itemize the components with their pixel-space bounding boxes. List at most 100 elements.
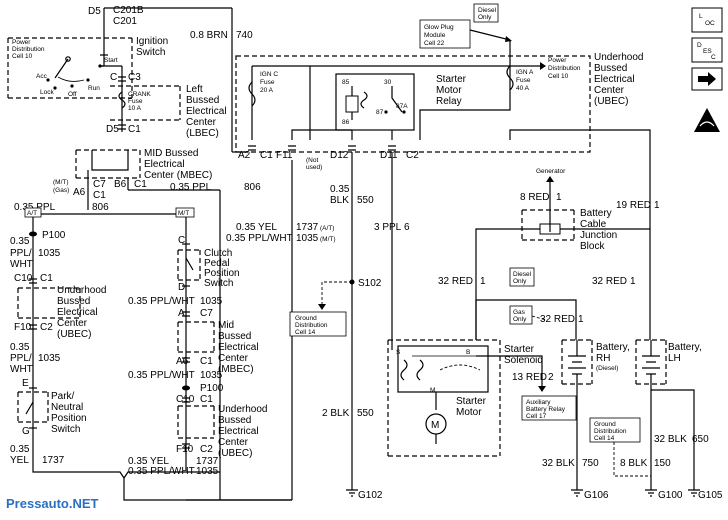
starter-relay-box [335,73,415,131]
relay-label-1: Starter [436,74,467,85]
lbec-label-1: Left [186,84,203,95]
ground-cell14-link [613,442,651,477]
left-ppl-wht-2-circuit: 1035 [38,353,61,364]
mbec-top-a6: A6 [73,187,86,198]
left-ubec-1: Underhood [57,285,106,296]
mbec-top-section: MID Bussed Electrical Center (MBEC) (M/T… [53,148,261,500]
ignition-switch-label-2: Switch [136,47,165,58]
left-c10-connector [29,278,37,284]
left-g: G [22,426,30,437]
esd-warning-icon [694,108,720,132]
diesel-rh-feed [475,299,577,340]
lbec-label-4: Center [186,117,217,128]
starter-motor-label-1: Starter [456,396,487,407]
mid-ubec-2: Bussed [218,415,251,426]
ubec-border [235,55,591,153]
left-yel-circuit: 1737 [42,455,65,466]
diesel-only-badge [509,267,535,287]
blk32-c: 750 [582,458,599,469]
mid-c7: C7 [200,308,213,319]
left-f10-connector [29,324,37,330]
left-ppl-wht-2b: PPL/ [10,353,32,364]
mid-mbec-5: (MBEC) [218,364,254,375]
solenoid-label-2: Solenoid [504,355,543,366]
glow-plug-arrowhead [505,36,512,42]
crank-fuse-label-2: Fuse [128,98,143,105]
ppl3-c: 6 [404,222,410,233]
mid-a-connector [182,311,190,317]
mid-mbec-2: Bussed [218,331,251,342]
red8: 8 RED [520,192,549,203]
start-label: Start [104,57,118,64]
solenoid-plunger [439,364,481,371]
mid-a: A [178,308,185,319]
clutch-blade [185,257,194,271]
pplwht-wire-label: 0.35 PPL/WHT [226,233,293,244]
loc-icon-l: L [699,13,703,20]
lbec-label-3: Electrical [186,106,227,117]
motor-m: M [431,420,439,431]
mbec-top-c1: C1 [93,190,106,201]
mbec-top-label-1: MID Bussed [144,148,198,159]
ignition-switch-label-1: Ignition [136,36,168,47]
red8-c: 1 [556,192,562,203]
junction-1: Battery [580,208,612,219]
switch-blade [54,58,69,79]
mbec-top-label-3: Center (MBEC) [144,170,212,181]
mid-pw1-c: 1035 [200,296,223,307]
desc-icon-c: C [711,54,716,61]
red19: 19 RED [616,200,651,211]
ground-cell14-r-2: Distribution [594,428,627,435]
mid-c1: C1 [200,356,213,367]
red32b: 32 RED [592,276,627,287]
blk2-c: 550 [357,408,374,419]
right-area: Generator 8 RED 1 Battery Cable Junction… [387,129,723,501]
blk8-c: 150 [654,458,671,469]
ign-c-fuse [248,81,256,107]
blk2: 2 BLK [322,408,350,419]
conn-a2: A2 [238,150,251,161]
left-yel-b: YEL [10,455,29,466]
rh-battery-cells [568,355,586,375]
conn-d11: D11 [380,150,398,161]
mbec-top-c1b: C1 [134,179,147,190]
glow-plug-box [419,19,471,49]
gas-only-2: Only [513,316,527,323]
c3-connector [118,76,126,82]
arrow-right-icon [698,72,716,86]
relay-label-2: Motor [436,85,462,96]
power-dist-r-2: Distribution [548,65,581,72]
ign-a-to-relay [419,100,511,140]
relay-pin-86: 86 [342,119,350,126]
mid-mbec-4: Center [218,353,249,364]
pnp-switch-blade [25,401,34,415]
at-badge-label: A/T [27,210,37,217]
watermark: Pressauto.NET [6,496,99,511]
mid-a6-connector [182,357,190,363]
s102-arrow [318,304,326,310]
left-ubec-3: Electrical [57,307,98,318]
crank-fuse-label-1: CRANK [128,91,151,98]
desc-icon[interactable] [691,37,723,63]
lh-battery-minus-a [650,374,695,490]
off-label: Off [68,91,77,98]
clutch-label-3: Position [204,268,240,279]
red32c-c: 1 [578,314,584,325]
junction-4: Block [580,241,605,252]
pplwht-wire-tag: (M/T) [320,236,336,243]
relay-coil-wind [360,91,368,109]
loc-icon[interactable] [691,7,723,33]
generator-arrow [546,176,554,182]
yel-wire-c: 1737 [296,222,319,233]
red32c: 32 RED [540,314,575,325]
gas-only-1: Gas [513,309,526,316]
lbec-label-5: (LBEC) [186,128,219,139]
glow-plug-2: Module [424,32,446,39]
off-contact [70,84,74,88]
red13: 13 RED [512,372,547,383]
g106-ground [571,489,583,497]
pplwht-wire-c: 1035 [296,233,319,244]
mid-pw2: 0.35 PPL/WHT [128,370,195,381]
